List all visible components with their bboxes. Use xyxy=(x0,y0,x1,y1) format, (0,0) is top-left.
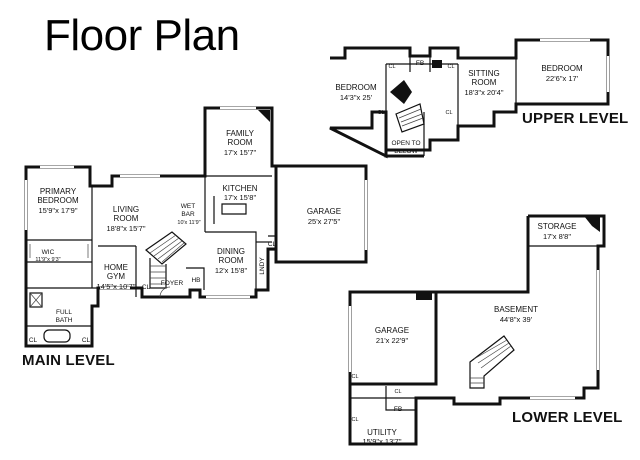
front-door xyxy=(159,286,171,298)
upper-windows xyxy=(328,38,610,112)
lower-level-plan xyxy=(348,214,606,446)
kitchen-dims: 17'x 15'8" xyxy=(224,193,257,202)
wic-shelves xyxy=(29,244,89,258)
lower-windows xyxy=(348,270,600,400)
sitting-room-dims: 18'3"x 20'4" xyxy=(464,88,503,97)
foyer-name: FOYER xyxy=(161,280,184,287)
storage-marker-icon xyxy=(584,216,600,232)
upper-level-plan xyxy=(328,38,610,159)
basement-name: BASEMENT xyxy=(494,305,538,314)
main-level-plan xyxy=(24,106,368,348)
partition xyxy=(409,56,431,72)
main-stairs xyxy=(145,231,187,289)
main-half-bath: HB xyxy=(191,277,200,284)
shower-mark xyxy=(29,292,43,308)
kitchen-island xyxy=(221,203,247,215)
open-to-below-1: OPEN TO xyxy=(391,140,420,147)
upper-bedroom-2-dims: 22'6"x 17' xyxy=(546,74,579,83)
basement-dims: 44'8"x 39' xyxy=(500,315,533,324)
lower-closet-1: CL xyxy=(351,417,358,423)
home-gym-dims: 14'5"x 10'7" xyxy=(96,282,135,291)
bathtub xyxy=(43,329,71,343)
kitchen-name: KITCHEN xyxy=(222,184,257,193)
utility-dims: 15'9"x 13'7" xyxy=(362,437,401,446)
full-bath-name-2: BATH xyxy=(56,317,73,324)
laundry-name: LNDY xyxy=(259,257,266,275)
main-closet-1: CL xyxy=(142,284,151,291)
upper-bedroom-2-name: BEDROOM xyxy=(541,64,583,73)
lower-fireplace-icon xyxy=(416,292,432,300)
utility-name: UTILITY xyxy=(367,428,397,437)
lower-level-labels: STORAGE 17'x 8'8" BASEMENT 44'8"x 39' GA… xyxy=(351,222,576,446)
main-closet-3: CL xyxy=(29,337,38,344)
home-gym-name-2: GYM xyxy=(107,272,126,281)
upper-closet-4: CL xyxy=(447,64,454,70)
dining-room-name-2: ROOM xyxy=(219,256,244,265)
partition xyxy=(205,231,257,297)
main-level-label: MAIN LEVEL xyxy=(22,352,115,369)
living-room-name-2: ROOM xyxy=(114,214,139,223)
family-room-name-1: FAMILY xyxy=(226,129,255,138)
upper-closet-1: CL xyxy=(388,64,395,70)
upper-bedroom-1-dims: 14'3"x 25' xyxy=(340,93,373,102)
fireplace-icon xyxy=(258,110,270,122)
full-bath-name-1: FULL xyxy=(56,309,72,316)
main-level-labels: PRIMARY BEDROOM 15'9"x 17'9" WIC 11'9"x … xyxy=(29,129,341,344)
shower xyxy=(29,292,43,308)
upper-closet-3: CL xyxy=(445,110,452,116)
partition xyxy=(385,386,416,411)
lower-full-bath: FB xyxy=(394,406,402,413)
main-closet-2: CL xyxy=(268,241,277,248)
sitting-room-name-2: ROOM xyxy=(472,78,497,87)
primary-bedroom-dims: 15'9"x 17'9" xyxy=(38,206,77,215)
wet-bar-dims: 10'x 11'9" xyxy=(177,220,200,226)
home-gym-name-1: HOME xyxy=(104,263,128,272)
wet-bar-name-2: BAR xyxy=(181,211,195,218)
storage-dims: 17'x 8'8" xyxy=(543,232,571,241)
dining-room-name-1: DINING xyxy=(217,247,245,256)
storage-name: STORAGE xyxy=(538,222,577,231)
lower-garage-dims: 21'x 22'9" xyxy=(376,336,409,345)
windows xyxy=(24,106,368,299)
main-garage-name: GARAGE xyxy=(307,207,341,216)
upper-full-bath: FB xyxy=(416,60,424,67)
lower-closet-2: CL xyxy=(394,389,401,395)
family-room-name-2: ROOM xyxy=(228,138,253,147)
wet-bar-name-1: WET xyxy=(181,203,195,210)
primary-bedroom-name-2: BEDROOM xyxy=(37,196,79,205)
partition xyxy=(186,267,205,290)
living-room-name-1: LIVING xyxy=(113,205,139,214)
dining-room-dims: 12'x 15'8" xyxy=(215,266,248,275)
upper-level-label: UPPER LEVEL xyxy=(522,110,629,127)
main-garage-walls xyxy=(274,164,368,264)
family-room-dims: 17'x 15'7" xyxy=(224,148,257,157)
upper-closet-2: CL xyxy=(377,110,384,116)
sitting-room-name-1: SITTING xyxy=(468,69,500,78)
lower-closet-3: CL xyxy=(351,374,358,380)
upper-bedroom-1-name: BEDROOM xyxy=(335,83,377,92)
wic-dims: 11'9"x 9'3" xyxy=(35,257,60,263)
garage-steps xyxy=(268,235,276,251)
main-garage-dims: 25'x 27'5" xyxy=(308,217,341,226)
main-closet-4: CL xyxy=(82,337,91,344)
upper-level-labels: BEDROOM 14'3"x 25' SITTING ROOM 18'3"x 2… xyxy=(335,60,583,155)
lower-level-label: LOWER LEVEL xyxy=(512,409,623,426)
fireplace-icon xyxy=(390,80,412,104)
lower-garage-name: GARAGE xyxy=(375,326,409,335)
upper-stairs xyxy=(395,103,425,133)
living-room-dims: 18'8"x 15'7" xyxy=(106,224,145,233)
primary-bedroom-name-1: PRIMARY xyxy=(40,187,77,196)
wic-name: WIC xyxy=(42,249,55,256)
vent-icon xyxy=(432,60,442,68)
open-to-below-2: BELOW xyxy=(394,148,418,155)
lower-stairs xyxy=(469,335,515,389)
page-title: Floor Plan xyxy=(44,11,240,60)
